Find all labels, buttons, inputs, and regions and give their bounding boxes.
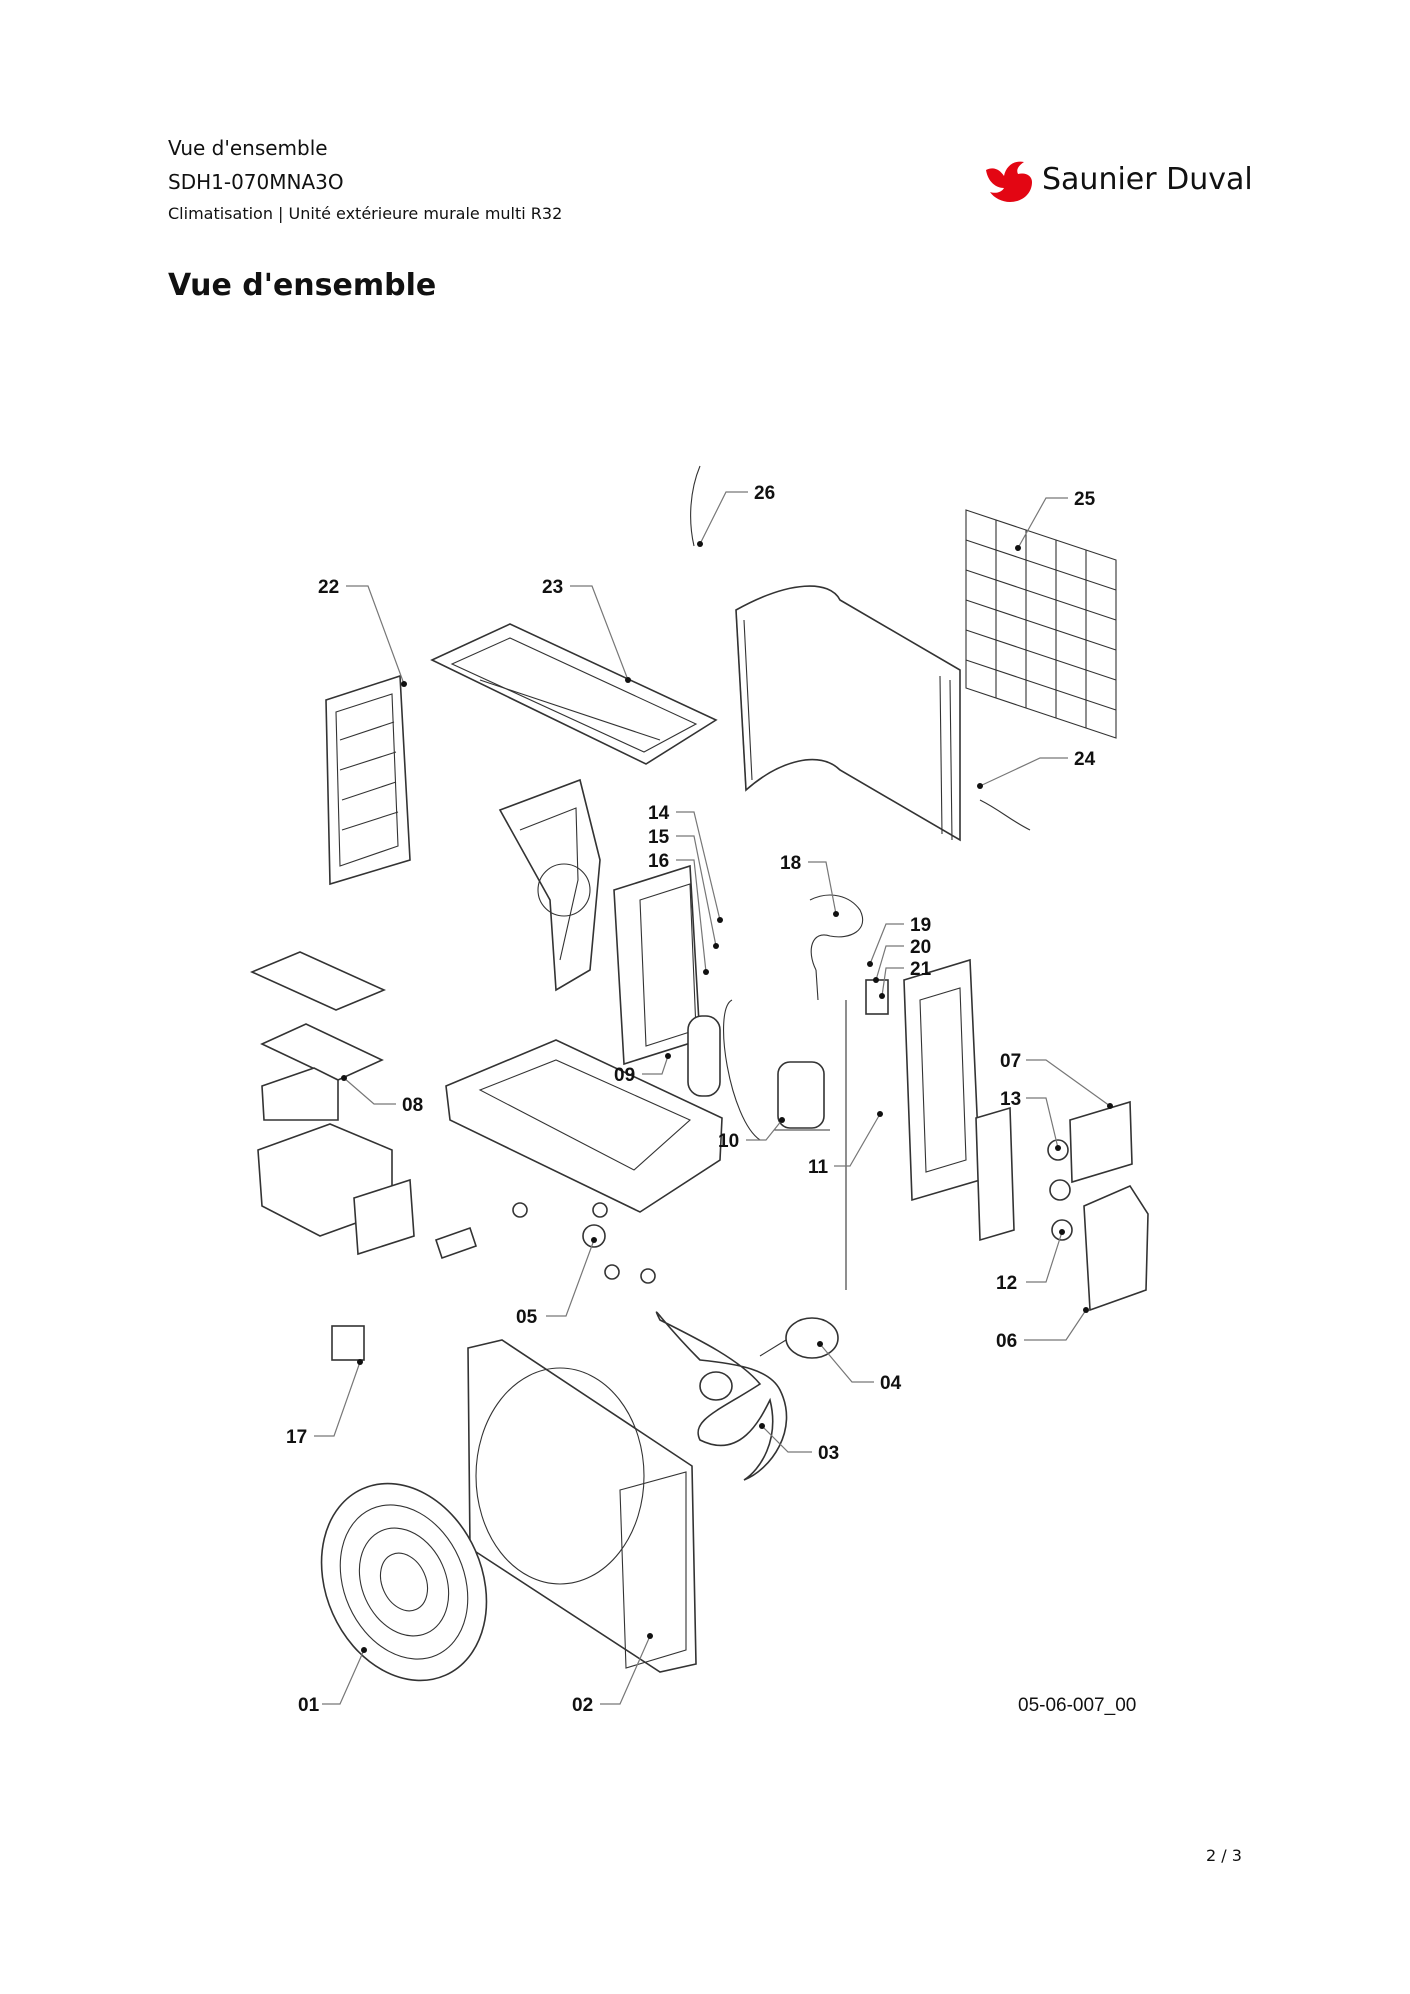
service-valves [975, 1106, 1073, 1242]
callout-11: 11 [808, 1157, 829, 1178]
motor-support [498, 778, 601, 992]
callout-09: 09 [614, 1065, 635, 1086]
page-heading: Vue d'ensemble [168, 268, 437, 303]
callout-22: 22 [318, 577, 339, 598]
callout-08: 08 [402, 1095, 423, 1116]
compressor [774, 1061, 830, 1131]
condenser-coil [735, 585, 1031, 842]
receiver [687, 999, 761, 1141]
callout-13: 13 [1000, 1089, 1021, 1110]
rear-grille [965, 509, 1117, 739]
capacitor [331, 1325, 365, 1361]
callout-14: 14 [648, 803, 670, 824]
callout-12: 12 [996, 1273, 1017, 1294]
callout-19: 19 [910, 915, 931, 936]
propeller [655, 1311, 788, 1481]
callout-15: 15 [648, 827, 670, 848]
header-title: Vue d'ensemble [168, 136, 328, 160]
base-pan [445, 1039, 723, 1213]
callout-04: 04 [880, 1373, 902, 1394]
leader-lines [314, 491, 1113, 1705]
callout-25: 25 [1074, 489, 1096, 510]
feet [512, 1202, 656, 1284]
callout-18: 18 [780, 853, 801, 874]
diagram-reference: 05-06-007_00 [1018, 1695, 1136, 1716]
page-number: 2 / 3 [1206, 1846, 1242, 1865]
callout-07: 07 [1000, 1051, 1021, 1072]
header-category: Climatisation | Unité extérieure murale … [168, 204, 563, 223]
callout-03: 03 [818, 1443, 839, 1464]
partition-panel [613, 864, 701, 1066]
electronics-box [249, 951, 478, 1260]
callout-17: 17 [286, 1427, 307, 1448]
header-model: SDH1-070MNA3O [168, 170, 344, 194]
brand-logo: Saunier Duval [980, 156, 1260, 212]
callout-10: 10 [718, 1131, 739, 1152]
callout-06: 06 [996, 1331, 1017, 1352]
callout-05: 05 [516, 1307, 538, 1328]
callout-01: 01 [298, 1695, 320, 1716]
fan-motor [759, 1317, 839, 1359]
callout-16: 16 [648, 851, 669, 872]
bird-icon [986, 161, 1032, 202]
callout-26: 26 [754, 483, 775, 504]
callout-23: 23 [542, 577, 563, 598]
pipe-assembly [809, 894, 864, 1001]
callout-02: 02 [572, 1695, 593, 1716]
side-panel [325, 674, 411, 886]
valve-panel [903, 958, 981, 1202]
callout-21: 21 [910, 959, 932, 980]
top-cover [430, 623, 718, 765]
terminal-cover [1069, 1100, 1133, 1184]
callout-20: 20 [910, 937, 931, 958]
front-panel [467, 1339, 697, 1673]
callout-24: 24 [1074, 749, 1096, 770]
brand-name: Saunier Duval [1042, 162, 1253, 197]
valve-cover [1083, 1184, 1149, 1312]
fan-grille [320, 1482, 488, 1682]
